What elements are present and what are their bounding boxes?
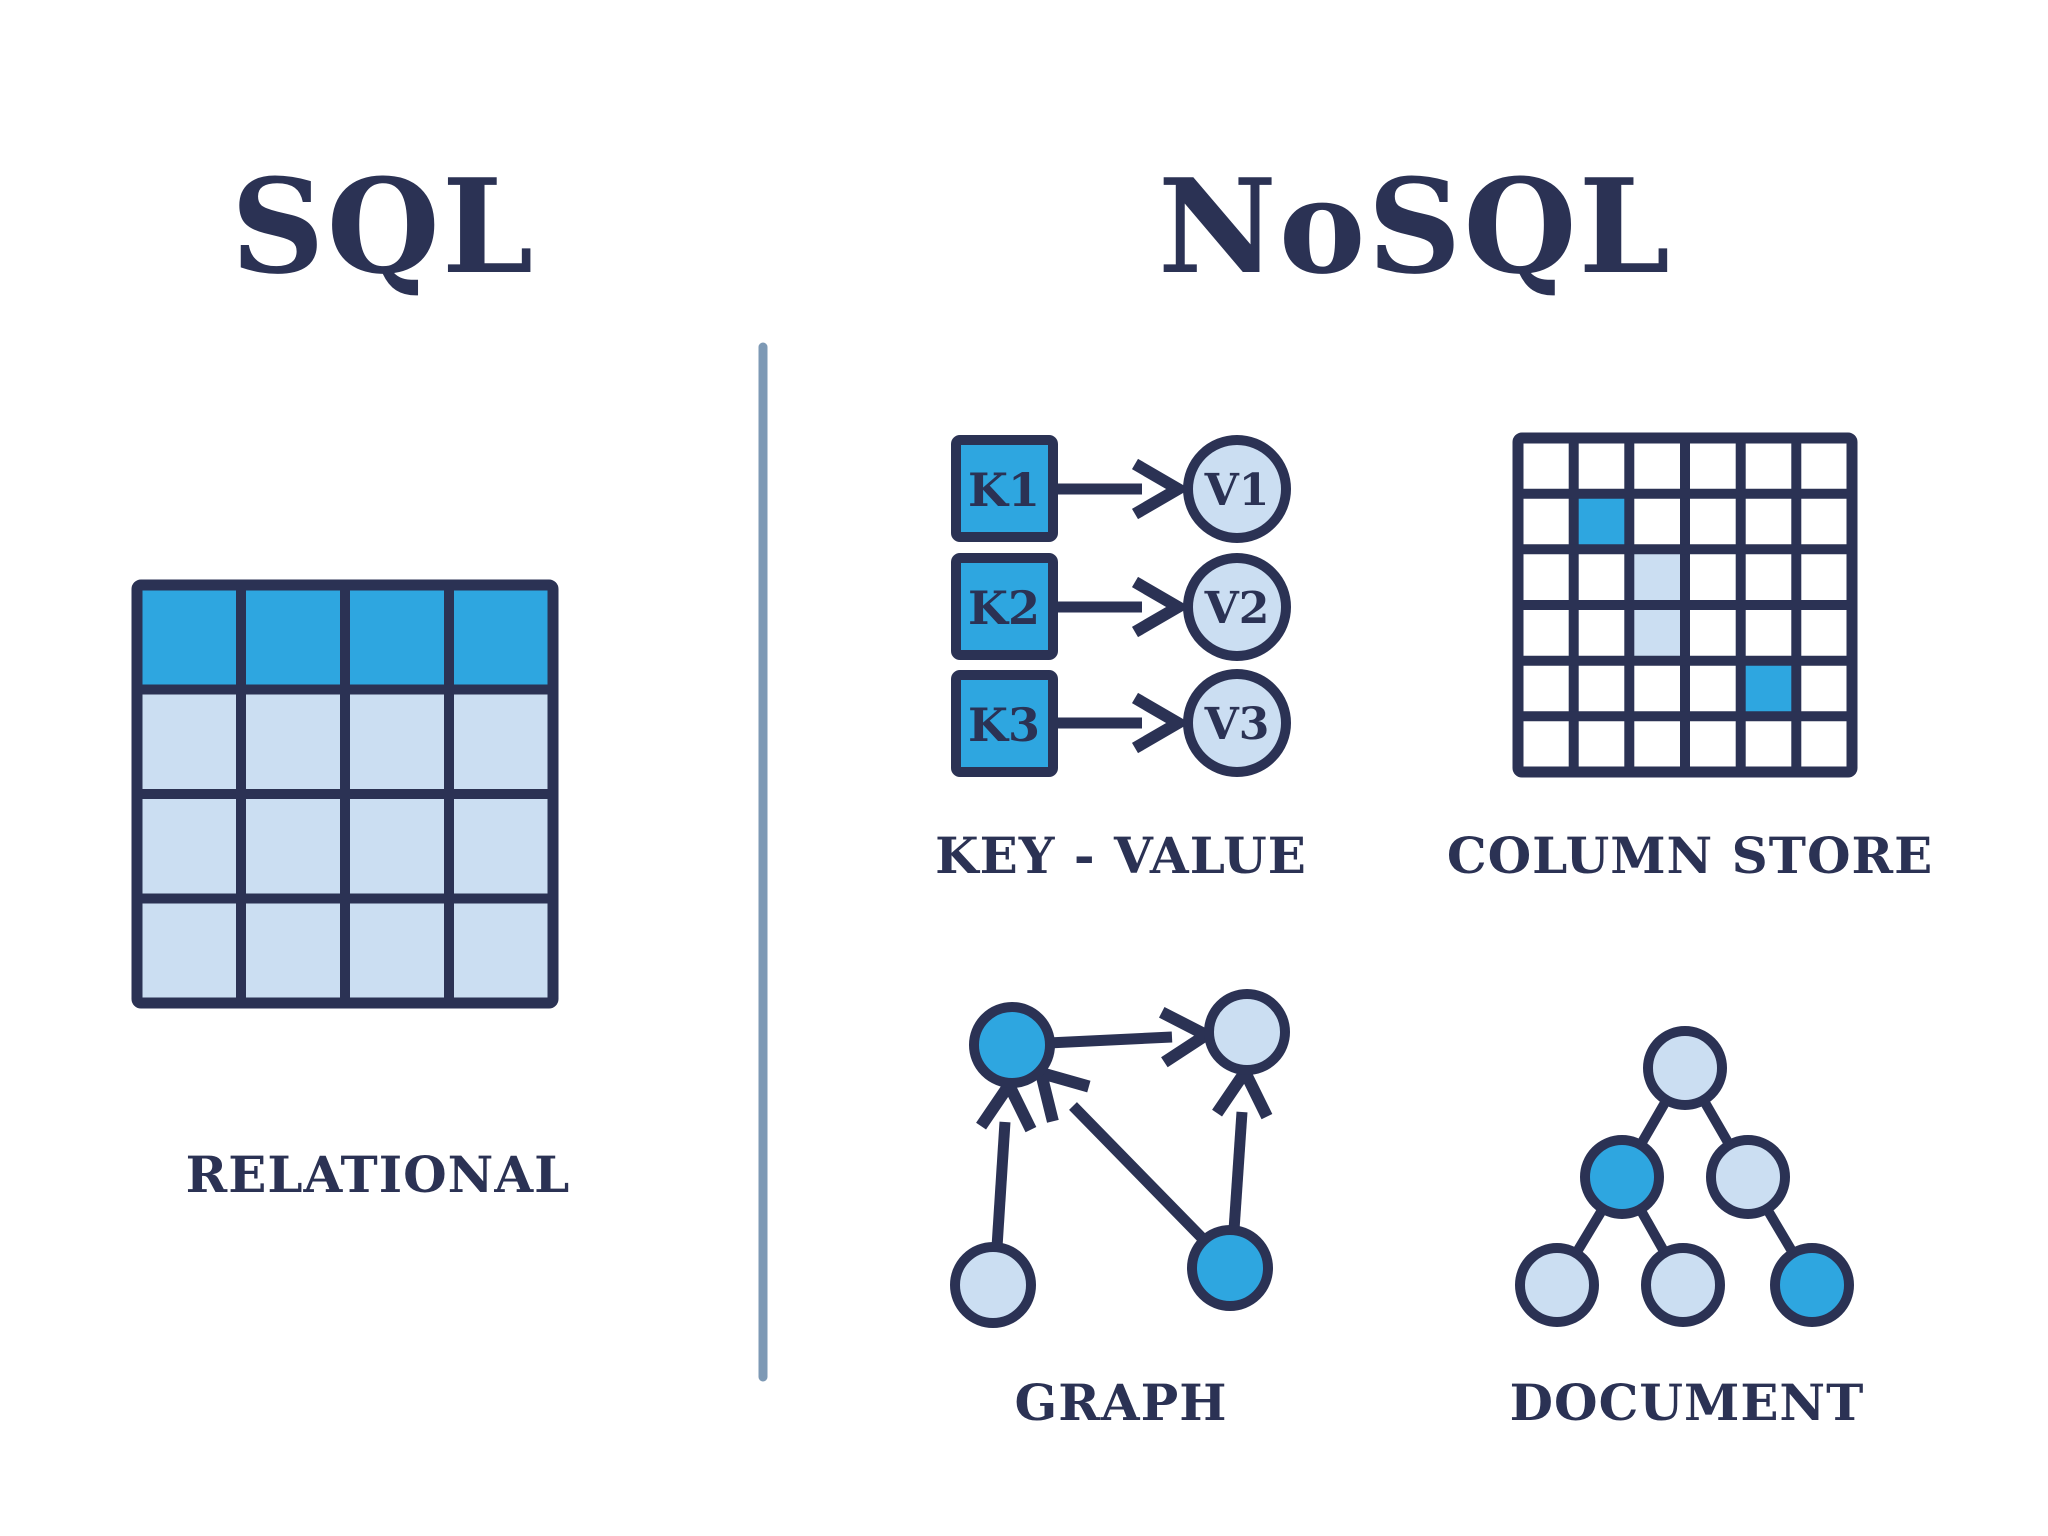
- key-value-label: KEY - VALUE: [935, 826, 1307, 885]
- value-label: V3: [1204, 699, 1270, 750]
- highlighted-cell: [1573, 493, 1630, 550]
- document-tree-icon: [1515, 1026, 1854, 1327]
- grid-outer-border: [1512, 432, 1858, 778]
- value-circle: [1183, 435, 1291, 543]
- tree-node: [1580, 1135, 1664, 1219]
- column-store-label: COLUMN STORE: [1447, 826, 1933, 885]
- key-box: [951, 435, 1058, 542]
- key-label: K1: [968, 463, 1040, 517]
- table-grid-lines: [137, 585, 553, 1003]
- graph-edge: [991, 1121, 1011, 1248]
- highlighted-cell: [1629, 605, 1685, 661]
- value-label: V1: [1204, 465, 1270, 516]
- arrow-head-icon: [1212, 1060, 1273, 1120]
- graph-edge: [1047, 1031, 1173, 1049]
- value-circle: [1183, 669, 1291, 777]
- graph-node: [1187, 1225, 1273, 1311]
- graph-label: GRAPH: [1015, 1373, 1228, 1432]
- value-label: V2: [1204, 583, 1270, 634]
- highlighted-cell: [1740, 660, 1797, 717]
- arrow-head-icon: [1131, 576, 1190, 638]
- key-label: K3: [968, 698, 1040, 752]
- key-value-row: K2 V2: [951, 553, 1291, 661]
- arrow-head-icon: [1131, 458, 1190, 520]
- graph-edges: [991, 1031, 1248, 1248]
- key-value-diagram: K1 V1 K2 V2 K3: [951, 435, 1291, 777]
- value-circle: [1183, 553, 1291, 661]
- graph-node: [969, 1002, 1055, 1088]
- graph-diagram: [950, 989, 1290, 1328]
- sql-title: SQL: [231, 150, 536, 303]
- highlighted-cell: [1629, 549, 1685, 605]
- graph-edge: [1228, 1111, 1248, 1231]
- table-outer-border: [131, 579, 559, 1009]
- tree-node: [1643, 1026, 1727, 1110]
- key-box: [951, 670, 1058, 777]
- tree-node: [1770, 1243, 1854, 1327]
- tree-node: [1706, 1135, 1790, 1219]
- key-value-row: K1 V1: [951, 435, 1291, 543]
- graph-node: [950, 1242, 1036, 1328]
- graph-node: [1204, 989, 1290, 1075]
- key-label: K2: [968, 581, 1040, 635]
- tree-node: [1641, 1243, 1725, 1327]
- nosql-title: NoSQL: [1158, 150, 1672, 303]
- key-box: [951, 553, 1058, 660]
- key-value-row: K3 V3: [951, 669, 1291, 777]
- arrow-head-icon: [1131, 692, 1190, 754]
- graph-edge: [1069, 1102, 1208, 1244]
- relational-label: RELATIONAL: [186, 1145, 571, 1204]
- column-store-grid-icon: [1512, 432, 1858, 778]
- tree-node: [1515, 1243, 1599, 1327]
- relational-table-icon: [131, 579, 559, 1009]
- grid-lines: [1518, 438, 1852, 772]
- document-label: DOCUMENT: [1510, 1373, 1865, 1432]
